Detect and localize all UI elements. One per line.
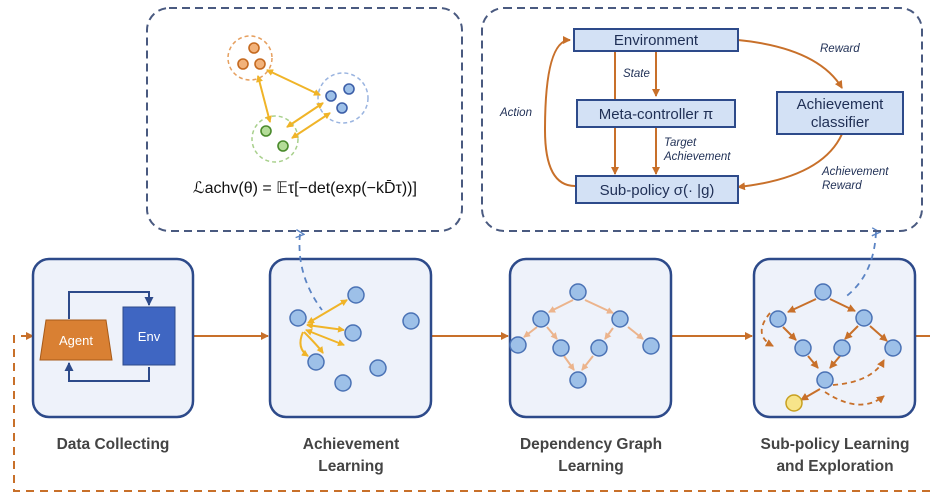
dependency-graph: [509, 283, 660, 389]
callout-connector-hierarchy: [843, 232, 876, 299]
stage-box-dependency-graph: [508, 257, 673, 419]
graph-node: [307, 353, 325, 371]
graph-node: [769, 310, 787, 328]
edge-label-action: Action: [499, 107, 532, 119]
graph-node: [402, 312, 420, 330]
svg-text:Sub-policy σ(· |g): Sub-policy σ(· |g): [600, 182, 715, 199]
graph-node: [369, 359, 387, 377]
exploration-graph: [760, 283, 902, 412]
explored-node: [785, 394, 803, 412]
graph-node: [794, 339, 812, 357]
env-label: Env: [138, 329, 161, 344]
svg-text:Environment: Environment: [614, 32, 699, 49]
svg-text:Meta-controller π: Meta-controller π: [599, 106, 714, 123]
graph-node: [552, 339, 570, 357]
cluster-illustration: [227, 35, 369, 163]
loss-formula: ℒachv(θ) = 𝔼τ[−det(exp(−kD̄τ))]: [193, 180, 417, 197]
agent-block: [39, 319, 113, 361]
graph-node: [833, 339, 851, 357]
achievement-embedding-graph: [289, 286, 420, 392]
graph-node: [611, 310, 629, 328]
stage-box-subpolicy: [752, 257, 917, 419]
meta-controller-node: Meta-controller π: [576, 99, 736, 128]
graph-node: [289, 309, 307, 327]
sub-policy-node: Sub-policy σ(· |g): [575, 175, 739, 204]
graph-node: [814, 283, 832, 301]
graph-node: [334, 374, 352, 392]
stage-box-data-collecting: Agent Env: [31, 257, 195, 419]
agent-label: Agent: [59, 333, 93, 348]
graph-node: [590, 339, 608, 357]
hierarchy-callout: [481, 7, 923, 232]
graph-node: [532, 310, 550, 328]
graph-node: [347, 286, 365, 304]
env-block: [122, 306, 176, 366]
graph-node: [884, 339, 902, 357]
graph-node: [569, 371, 587, 389]
graph-node: [509, 336, 527, 354]
edge-label-state: State: [623, 68, 650, 80]
graph-node: [816, 371, 834, 389]
achievement-callout: [146, 7, 463, 232]
graph-node: [642, 337, 660, 355]
environment-node: Environment: [573, 28, 739, 52]
edge-label-reward: Reward: [820, 43, 860, 55]
graph-node: [855, 309, 873, 327]
graph-node: [569, 283, 587, 301]
stage-label-data-collecting: Data Collecting: [56, 436, 170, 453]
graph-node: [344, 324, 362, 342]
